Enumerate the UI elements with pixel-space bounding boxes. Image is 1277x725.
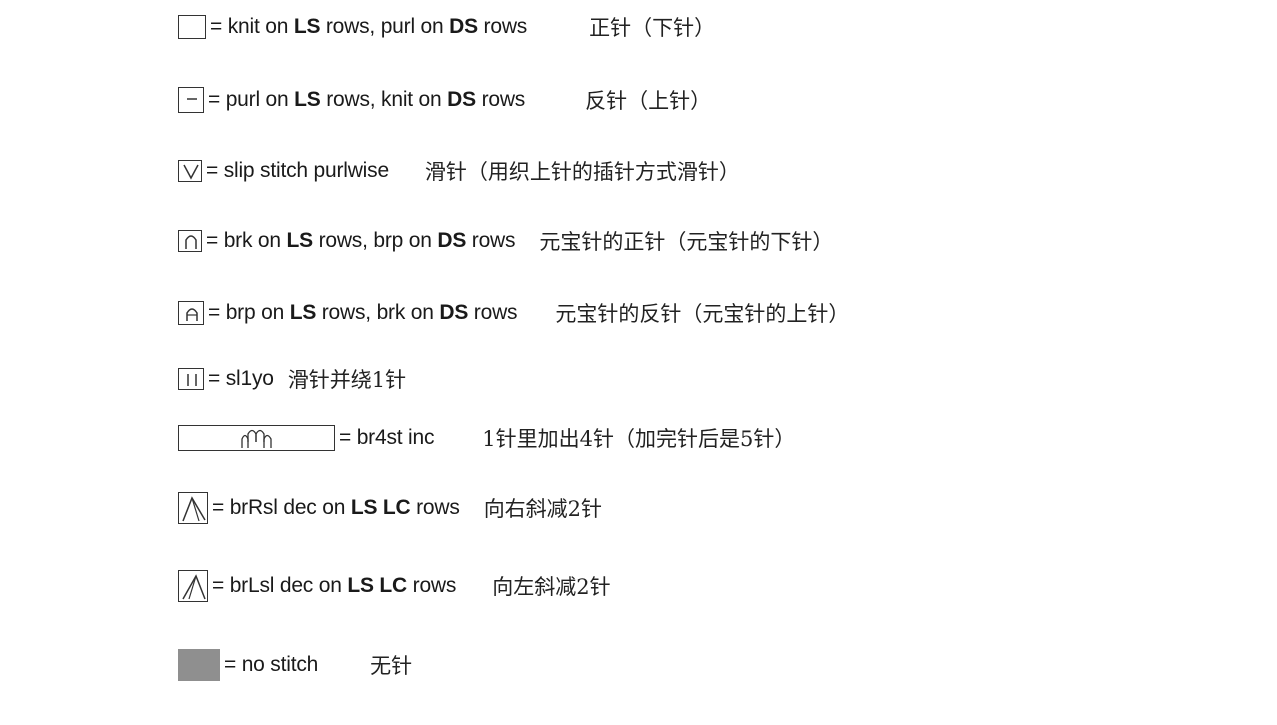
legend-row-slip: = slip stitch purlwise 滑针（用织上针的插针方式滑针）	[178, 156, 740, 186]
legend-en-segment: rows	[410, 496, 460, 519]
legend-en-segment: rows	[475, 88, 526, 111]
legend-en-segment: rows, purl on	[320, 15, 450, 38]
legend-en-bold: LS	[294, 88, 321, 111]
v-square-icon	[178, 160, 202, 182]
legend-zh-text: 元宝针的正针（元宝针的下针）	[539, 230, 834, 254]
legend-en-text: = knit on LS rows, purl on DS rows	[210, 15, 527, 39]
legend-en-segment: = knit on	[210, 15, 294, 38]
legend-en-text: = brp on LS rows, brk on DS rows	[208, 301, 518, 325]
legend-en-text: = slip stitch purlwise	[206, 159, 389, 183]
legend-row-brp: = brp on LS rows, brk on DS rows 元宝针的反针（…	[178, 298, 849, 328]
legend-en-text: = sl1yo	[208, 367, 274, 391]
br4st-inc-icon	[178, 425, 335, 451]
legend-en-text: = brLsl dec on LS LC rows	[212, 574, 456, 598]
legend-en-segment: = no stitch	[224, 653, 319, 676]
legend-row-br4st: = br4st inc 1针里加出4针（加完针后是5针）	[178, 423, 795, 453]
legend-en-segment: = brRsl dec on	[212, 496, 351, 519]
legend-en-bold: LS	[293, 15, 321, 38]
empty-square-icon	[178, 15, 206, 39]
legend-en-bold: DS	[449, 15, 478, 38]
legend-en-segment: rows, brk on	[316, 301, 440, 324]
legend-row-brLsl: = brLsl dec on LS LC rows 向左斜减2针	[178, 570, 611, 602]
legend-en-text: = brRsl dec on LS LC rows	[212, 496, 460, 520]
legend-en-text: = brk on LS rows, brp on DS rows	[206, 229, 516, 253]
legend-en-bold: LS LC	[347, 574, 408, 597]
arch-bar-square-icon	[178, 301, 204, 325]
legend-row-no-stitch: = no stitch 无针	[178, 649, 412, 681]
double-bar-square-icon	[178, 368, 204, 390]
legend-en-segment: rows, knit on	[320, 88, 448, 111]
legend-en-segment: = br4st inc	[339, 426, 435, 449]
legend-zh-text: 向右斜减2针	[483, 497, 603, 521]
legend-en-segment: rows	[407, 574, 457, 597]
legend-en-segment: = brLsl dec on	[212, 574, 348, 597]
legend-en-segment: rows	[468, 301, 518, 324]
legend-en-segment: = brk on	[206, 229, 287, 252]
grey-square-icon	[178, 649, 220, 681]
legend-en-segment: rows	[466, 229, 516, 252]
legend-row-brk: = brk on LS rows, brp on DS rows 元宝针的正针（…	[178, 226, 833, 256]
legend-row-knit: = knit on LS rows, purl on DS rows 正针（下针…	[178, 12, 715, 42]
legend-zh-text: 元宝针的反针（元宝针的上针）	[555, 302, 850, 326]
arch-square-icon	[178, 230, 202, 252]
legend-row-purl: = purl on LS rows, knit on DS rows 反针（上针…	[178, 85, 711, 115]
legend-zh-text: 1针里加出4针（加完针后是5针）	[482, 427, 796, 451]
legend-en-segment: = brp on	[208, 301, 290, 324]
legend-zh-text: 正针（下针）	[589, 16, 716, 40]
legend-row-sl1yo: = sl1yo 滑针并绕1针	[178, 364, 406, 394]
legend-en-segment: rows	[477, 15, 528, 38]
legend-zh-text: 滑针并绕1针	[287, 368, 407, 392]
dash-square-icon	[178, 87, 204, 113]
legend-en-text: = br4st inc	[339, 426, 434, 450]
legend-en-segment: = slip stitch purlwise	[206, 159, 389, 182]
legend-en-bold: LS LC	[350, 496, 411, 519]
legend-zh-text: 滑针（用织上针的插针方式滑针）	[424, 160, 740, 184]
right-slant-dec-icon	[178, 492, 208, 524]
legend-zh-text: 向左斜减2针	[492, 575, 611, 599]
legend-en-segment: rows, brp on	[312, 229, 438, 252]
legend-en-bold: LS	[289, 301, 317, 324]
legend-en-bold: DS	[447, 88, 476, 111]
legend-en-text: = no stitch	[224, 653, 318, 677]
legend-zh-text: 无针	[370, 654, 413, 678]
legend-en-text: = purl on LS rows, knit on DS rows	[208, 88, 525, 112]
legend-en-segment: = sl1yo	[208, 367, 274, 390]
legend-en-bold: DS	[439, 301, 469, 324]
legend-en-segment: = purl on	[208, 88, 295, 111]
legend-zh-text: 反针（上针）	[585, 89, 712, 113]
legend-en-bold: LS	[286, 229, 314, 252]
left-slant-dec-icon	[178, 570, 208, 602]
legend-en-bold: DS	[437, 229, 467, 252]
legend-row-brRsl: = brRsl dec on LS LC rows 向右斜减2针	[178, 492, 602, 524]
